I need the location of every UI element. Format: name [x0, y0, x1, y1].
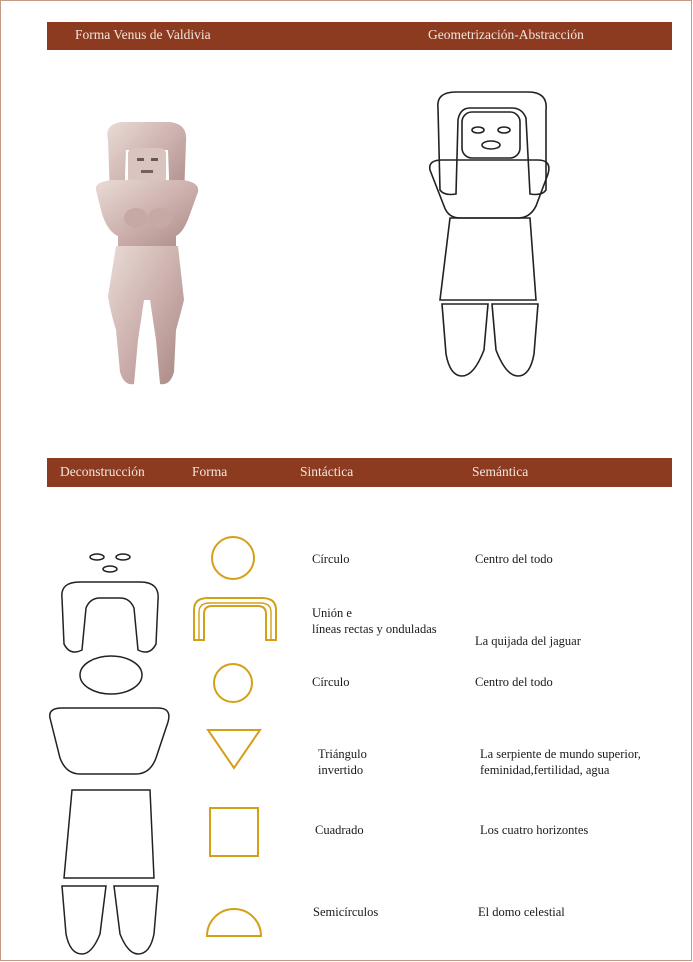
row6-semantics: El domo celestial — [478, 905, 565, 920]
col-deconstruction: Deconstrucción — [60, 464, 145, 480]
row2-syntax-line2: líneas rectas y onduladas — [312, 622, 437, 637]
row4-semantics-line1: La serpiente de mundo superior, — [480, 747, 641, 762]
col-semantics: Semántica — [472, 464, 528, 480]
form-circle-1 — [212, 537, 254, 579]
row2-syntax-line1: Unión e — [312, 606, 352, 621]
col-syntax: Sintáctica — [300, 464, 353, 480]
row1-semantics: Centro del todo — [475, 552, 553, 567]
form-square — [210, 808, 258, 856]
row5-semantics: Los cuatro horizontes — [480, 823, 588, 838]
row3-syntax: Círculo — [312, 675, 350, 690]
row2-semantics: La quijada del jaguar — [475, 634, 581, 649]
row4-syntax-line1: Triángulo — [318, 747, 367, 762]
form-union-arch — [194, 598, 276, 640]
venus-figurine-photo — [96, 122, 198, 384]
geometric-forms — [194, 537, 276, 936]
col-form: Forma — [192, 464, 227, 480]
row4-syntax-line2: invertido — [318, 763, 363, 778]
form-semicircle — [207, 909, 261, 936]
form-inverted-triangle — [208, 730, 260, 768]
table-header-bar: Deconstrucción Forma Sintáctica Semántic… — [47, 458, 672, 487]
row3-semantics: Centro del todo — [475, 675, 553, 690]
form-circle-2 — [214, 664, 252, 702]
deconstruction-pieces — [50, 554, 169, 954]
row6-syntax: Semicírculos — [313, 905, 378, 920]
abstraction-outline-figure — [430, 92, 549, 376]
row1-syntax: Círculo — [312, 552, 350, 567]
row4-semantics-line2: feminidad,fertilidad, agua — [480, 763, 609, 778]
row5-syntax: Cuadrado — [315, 823, 364, 838]
